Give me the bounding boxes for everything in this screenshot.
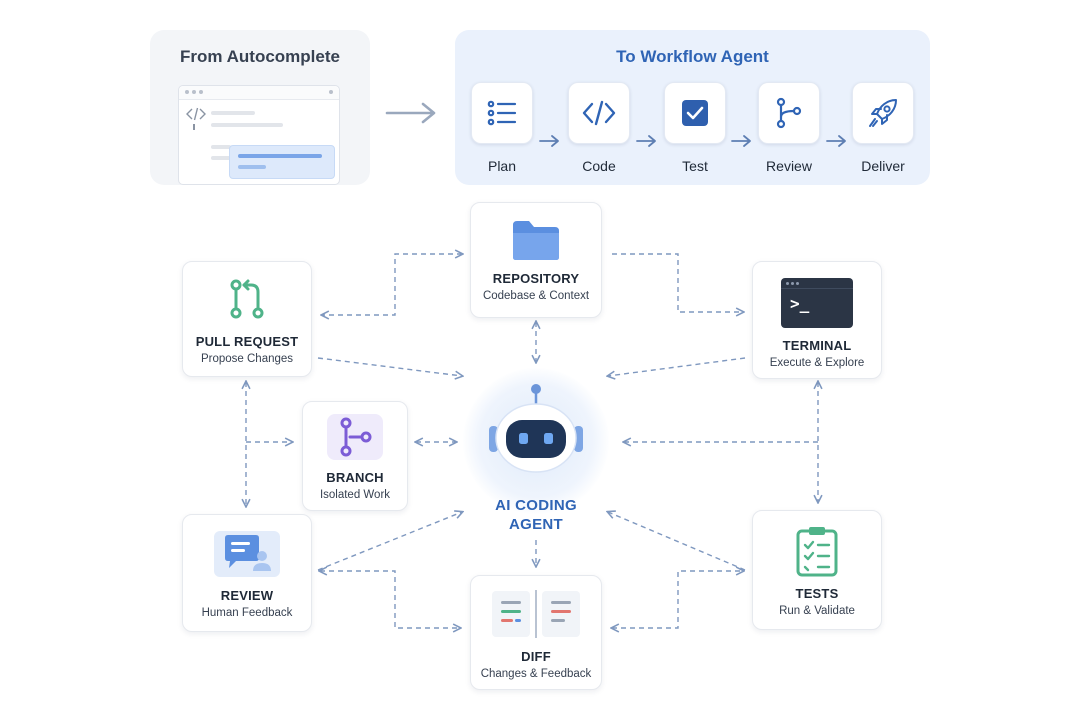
step-label-code: Code bbox=[582, 158, 616, 174]
connector-terminal-agent bbox=[608, 357, 746, 376]
terminal-card: >_ TERMINAL Execute & Explore bbox=[752, 261, 882, 379]
connector-repo-pr bbox=[322, 254, 462, 315]
diff-card: DIFF Changes & Feedback bbox=[470, 575, 602, 690]
terminal-prompt: >_ bbox=[790, 294, 810, 313]
window-dot bbox=[185, 90, 189, 94]
branch-card: BRANCH Isolated Work bbox=[302, 401, 408, 511]
code-icon bbox=[186, 107, 206, 121]
workflow-step-review: Review bbox=[758, 82, 820, 174]
workflow-step-code: Code bbox=[568, 82, 630, 174]
review-card: REVIEW Human Feedback bbox=[182, 514, 312, 632]
diff-icon bbox=[492, 590, 580, 638]
branch-icon bbox=[340, 417, 372, 457]
diff-subtitle: Changes & Feedback bbox=[480, 668, 592, 680]
diff-title: DIFF bbox=[521, 649, 551, 664]
workflow-panel: To Workflow Agent Plan Code Tes bbox=[455, 30, 930, 185]
checkbox-icon bbox=[682, 100, 708, 126]
tests-title: TESTS bbox=[795, 586, 839, 601]
repository-title: REPOSITORY bbox=[492, 271, 580, 286]
window-dot bbox=[199, 90, 203, 94]
branch-title: BRANCH bbox=[326, 470, 384, 485]
editor-titlebar bbox=[179, 86, 339, 100]
step-label-test: Test bbox=[682, 158, 708, 174]
workflow-step-deliver: Deliver bbox=[852, 82, 914, 174]
step-arrow-icon bbox=[636, 135, 656, 147]
pull-request-subtitle: Propose Changes bbox=[200, 353, 294, 365]
agent-label: AI CODING AGENT bbox=[470, 496, 602, 534]
text-cursor bbox=[193, 124, 195, 130]
connector-tests-agent bbox=[608, 512, 746, 571]
connector-diff-tests bbox=[612, 571, 743, 628]
terminal-icon: >_ bbox=[781, 278, 853, 328]
agent-label-line1: AI CODING bbox=[495, 497, 577, 514]
review-subtitle: Human Feedback bbox=[201, 607, 293, 619]
workflow-step-plan: Plan bbox=[471, 82, 533, 174]
code-editor-mock bbox=[178, 85, 340, 185]
workflow-step-test: Test bbox=[664, 82, 726, 174]
window-dot bbox=[192, 90, 196, 94]
folder-icon bbox=[513, 221, 559, 260]
transition-arrow-icon bbox=[385, 102, 436, 124]
autocomplete-suggestion bbox=[229, 145, 335, 179]
code-line bbox=[211, 111, 255, 115]
code-icon bbox=[582, 100, 616, 126]
connector-review-diff bbox=[320, 571, 460, 628]
step-label-deliver: Deliver bbox=[861, 158, 905, 174]
pull-request-icon bbox=[230, 279, 264, 319]
step-arrow-icon bbox=[826, 135, 846, 147]
robot-icon bbox=[489, 384, 583, 473]
autocomplete-title: From Autocomplete bbox=[180, 47, 340, 66]
connector-review-agent bbox=[317, 512, 462, 571]
step-label-plan: Plan bbox=[487, 158, 517, 174]
repository-card: REPOSITORY Codebase & Context bbox=[470, 202, 602, 318]
pull-request-card: PULL REQUEST Propose Changes bbox=[182, 261, 312, 377]
step-label-review: Review bbox=[766, 158, 812, 174]
pull-request-title: PULL REQUEST bbox=[195, 334, 299, 349]
agent-label-line2: AGENT bbox=[509, 516, 563, 533]
tests-subtitle: Run & Validate bbox=[779, 605, 855, 617]
repository-subtitle: Codebase & Context bbox=[482, 290, 590, 302]
git-branch-icon bbox=[776, 97, 802, 129]
code-line bbox=[211, 156, 231, 160]
step-arrow-icon bbox=[731, 135, 751, 147]
workflow-title: To Workflow Agent bbox=[616, 47, 769, 66]
list-icon bbox=[487, 100, 517, 126]
window-dot bbox=[329, 90, 333, 94]
tests-card: TESTS Run & Validate bbox=[752, 510, 882, 630]
clipboard-check-icon bbox=[796, 527, 838, 577]
code-line bbox=[211, 145, 231, 149]
step-arrow-icon bbox=[539, 135, 559, 147]
autocomplete-panel: From Autocomplete bbox=[150, 30, 370, 185]
connector-repo-terminal bbox=[612, 253, 743, 312]
code-line bbox=[211, 123, 283, 127]
branch-subtitle: Isolated Work bbox=[319, 489, 391, 501]
connector-pr-agent bbox=[317, 357, 462, 376]
chat-icon bbox=[225, 535, 271, 571]
terminal-title: TERMINAL bbox=[782, 338, 852, 353]
rocket-icon bbox=[869, 99, 897, 127]
terminal-subtitle: Execute & Explore bbox=[769, 357, 865, 369]
review-title: REVIEW bbox=[220, 588, 274, 603]
